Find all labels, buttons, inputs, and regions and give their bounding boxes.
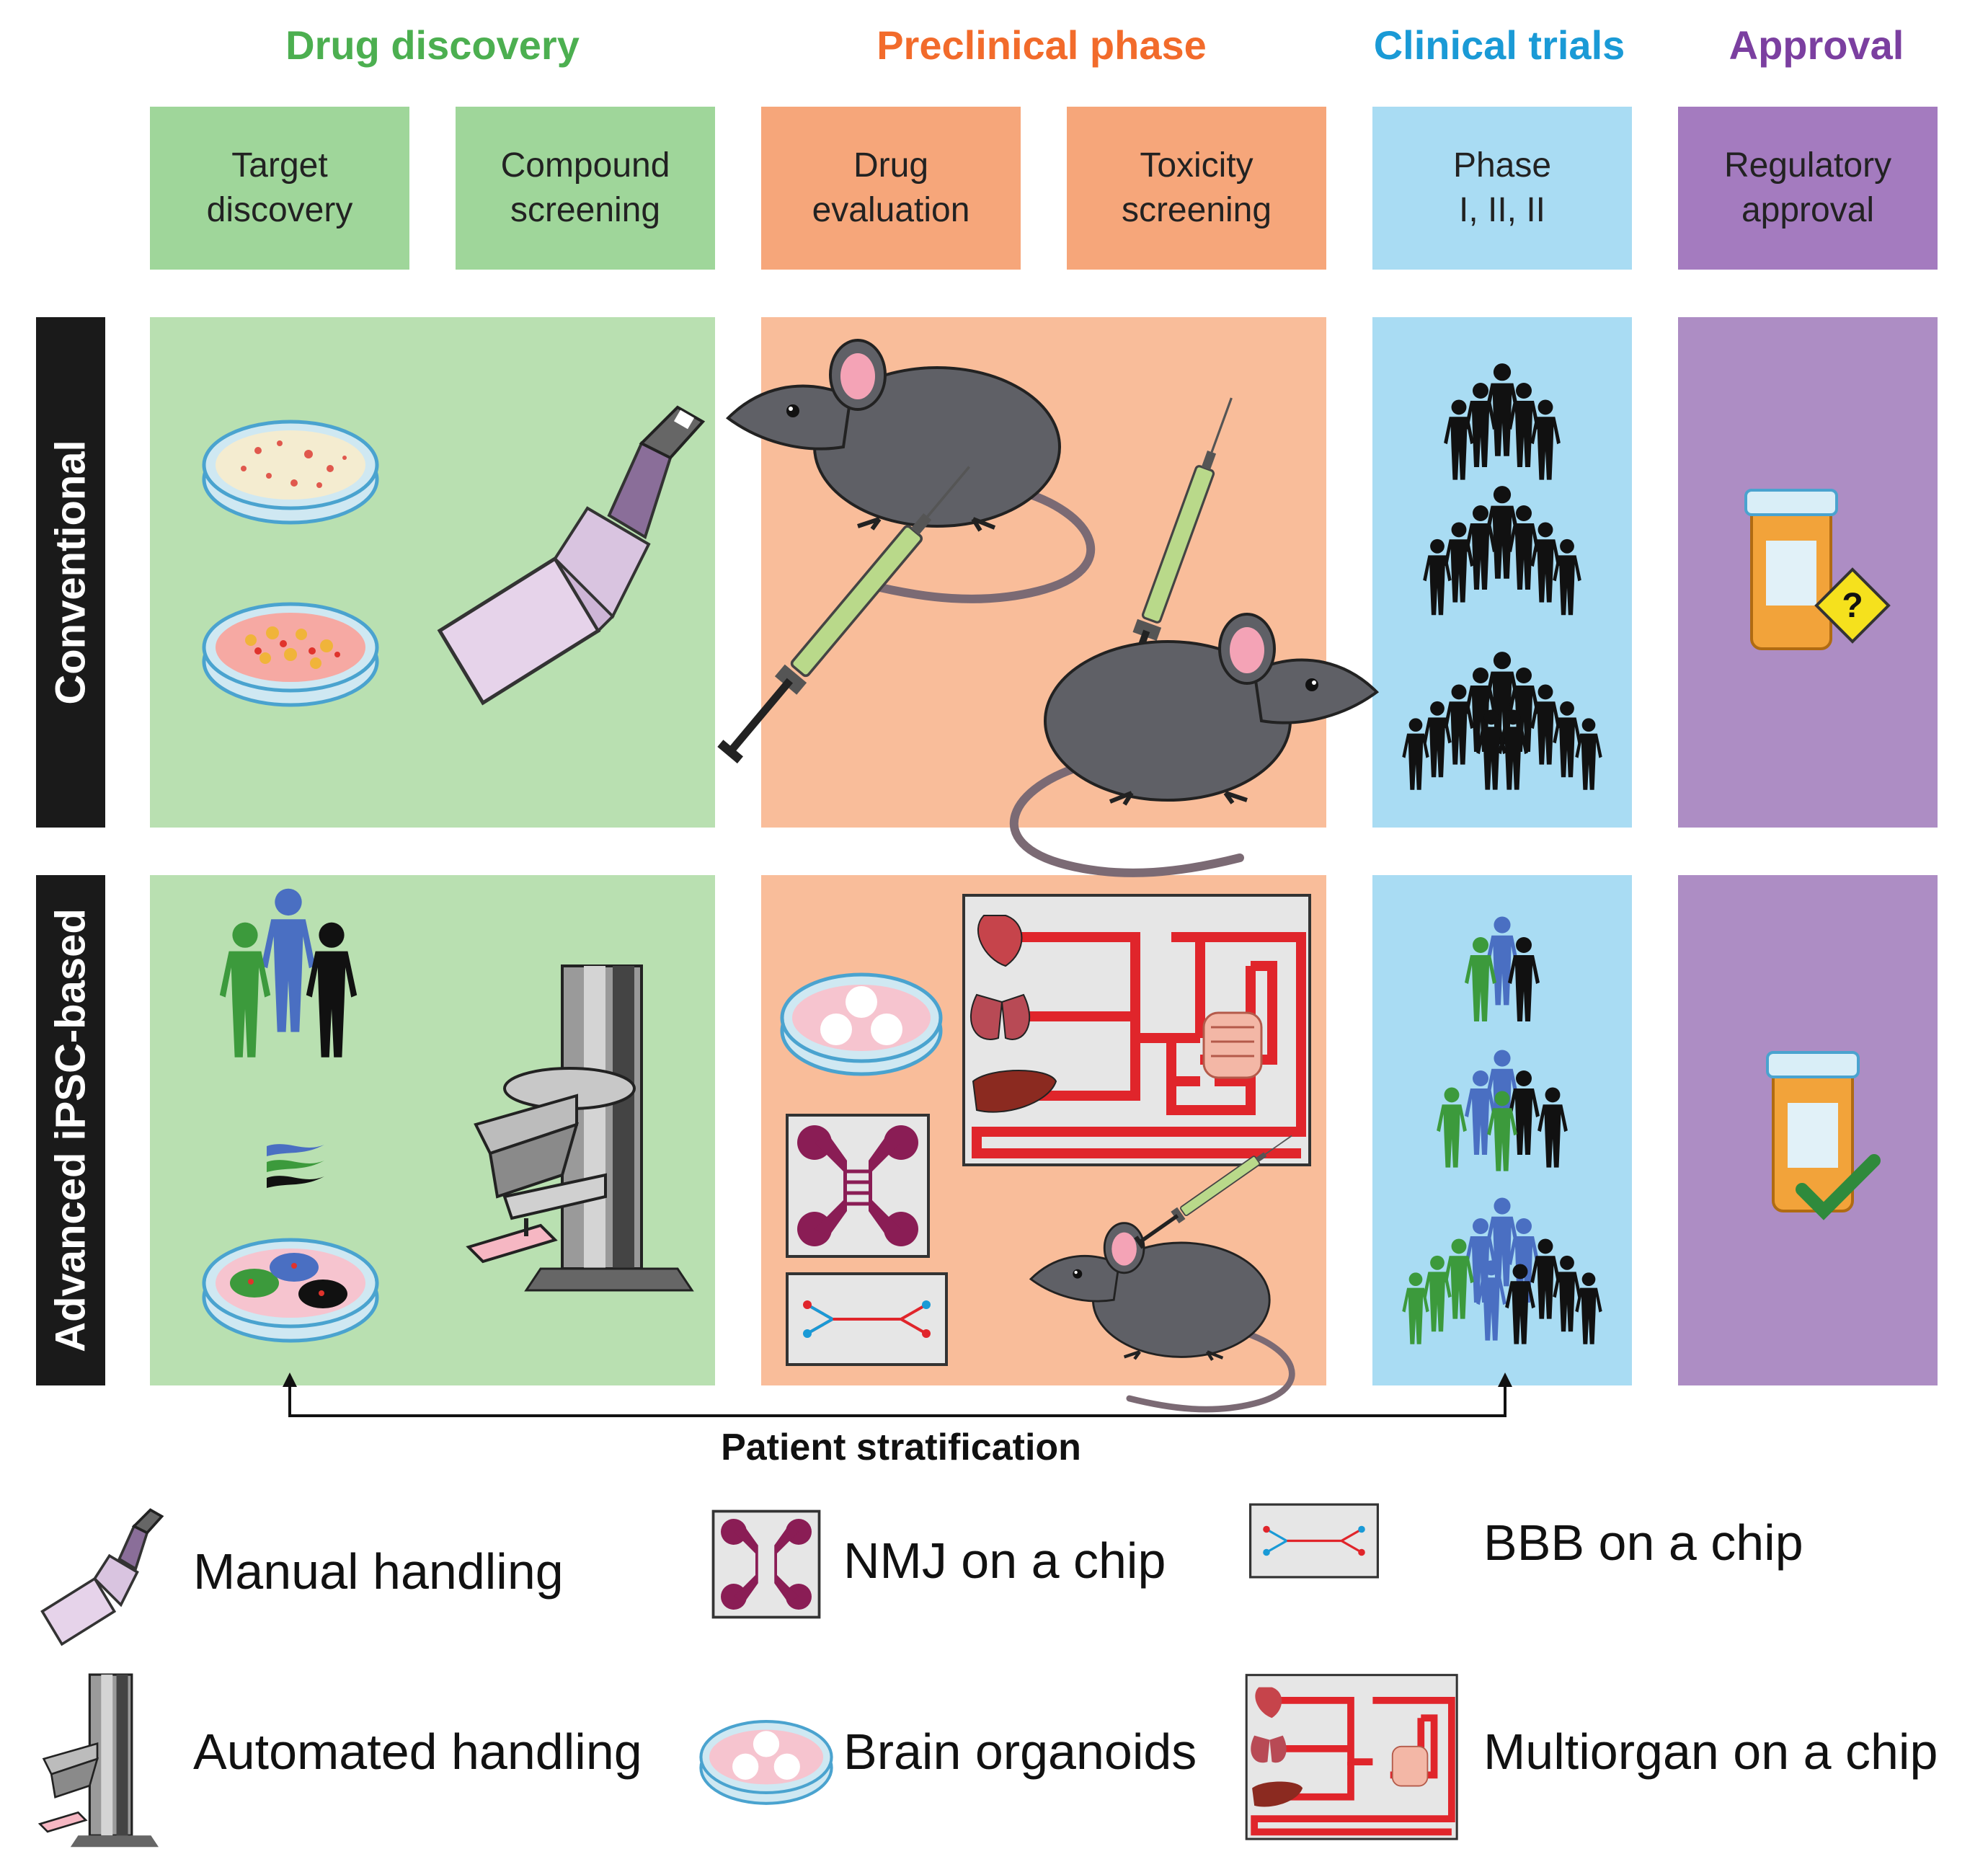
brain-organoid-dish-icon [780, 972, 943, 1076]
bbb-chip-icon [786, 1272, 948, 1366]
petri-dish-icon [202, 1238, 379, 1343]
row-label-conventional-text: Conventional [47, 440, 94, 705]
stage-drug-evaluation: Drug evaluation [761, 107, 1021, 270]
lungs-icon [969, 993, 1031, 1040]
row-label-conventional: Conventional [36, 317, 105, 828]
row-label-advanced: Advanced iPSC-based [36, 875, 105, 1385]
legend-automated-handling: Automated handling [193, 1724, 642, 1780]
syringe-icon [1104, 392, 1245, 718]
stage-line: Target [231, 146, 328, 185]
stage-regulatory-approval: Regulatory approval [1678, 107, 1938, 270]
pill-bottle-check-icon [1766, 1051, 1881, 1220]
mouse-icon [1161, 1269, 1168, 1276]
phase-title-preclinical: Preclinical phase [877, 22, 1207, 68]
stage-compound-screening: Compound screening [456, 107, 715, 270]
stage-line: screening [1121, 191, 1272, 229]
stage-line: evaluation [812, 191, 970, 229]
automated-handler-icon [466, 964, 694, 1292]
mouse-icon [1153, 678, 1161, 685]
liver-icon [972, 1070, 1057, 1113]
petri-dish-icon [202, 602, 379, 707]
stage-line: Regulatory [1723, 146, 1892, 185]
nmj-chip-legend-icon [711, 1509, 821, 1619]
stage-line: Compound [500, 146, 670, 185]
stage-toxicity-screening: Toxicity screening [1067, 107, 1326, 270]
stage-line: screening [510, 191, 661, 229]
stage-clinical-phases: Phase I, II, II [1372, 107, 1632, 270]
phase-title-drug-discovery: Drug discovery [285, 22, 580, 68]
stage-line: Phase [1452, 146, 1552, 185]
stage-line: discovery [206, 191, 353, 229]
legend-bbb-chip: BBB on a chip [1483, 1515, 1803, 1571]
stage-line: Toxicity [1140, 146, 1253, 185]
intestine-icon [1202, 1011, 1263, 1079]
stratified-patient-group-icon [1402, 916, 1602, 1344]
brain-organoid-legend-icon [699, 1720, 833, 1805]
petri-dish-icon [202, 420, 379, 525]
phase-title-approval: Approval [1729, 22, 1904, 68]
legend-manual-handling: Manual handling [193, 1543, 564, 1600]
stage-line: Drug [853, 146, 929, 185]
syringe-icon [1132, 1129, 1297, 1251]
patient-stratification-label: Patient stratification [721, 1427, 1081, 1468]
row-label-advanced-text: Advanced iPSC-based [47, 908, 94, 1352]
question-mark: ? [1842, 587, 1863, 625]
patient-group-icon [1402, 363, 1602, 790]
stage-line: I, II, II [1458, 191, 1546, 229]
bbb-chip-legend-icon [1249, 1503, 1379, 1579]
cell-layers-icon [267, 1144, 324, 1188]
pipette-icon [437, 405, 706, 706]
nmj-chip-icon [786, 1114, 930, 1258]
phase-title-clinical-trials: Clinical trials [1373, 22, 1625, 68]
legend-brain-organoids: Brain organoids [843, 1724, 1197, 1780]
heart-icon [977, 915, 1023, 967]
multiorgan-chip-icon [962, 894, 1311, 1166]
multiorgan-chip-legend-icon [1245, 1674, 1458, 1840]
patients-diverse-icon [219, 888, 358, 1057]
legend-multiorgan-chip: Multiorgan on a chip [1483, 1724, 1938, 1780]
stage-target-discovery: Target discovery [150, 107, 409, 270]
manual-handling-icon [40, 1508, 164, 1646]
syringe-icon [715, 456, 982, 766]
stage-line: approval [1741, 191, 1875, 229]
stratification-arrow [283, 1372, 1512, 1417]
legend-nmj-chip: NMJ on a chip [843, 1533, 1166, 1589]
pill-bottle-question-icon: ? [1744, 489, 1891, 650]
checkmark-icon [1796, 1154, 1881, 1220]
automated-handling-icon [37, 1673, 159, 1848]
mouse-icon [944, 404, 951, 411]
